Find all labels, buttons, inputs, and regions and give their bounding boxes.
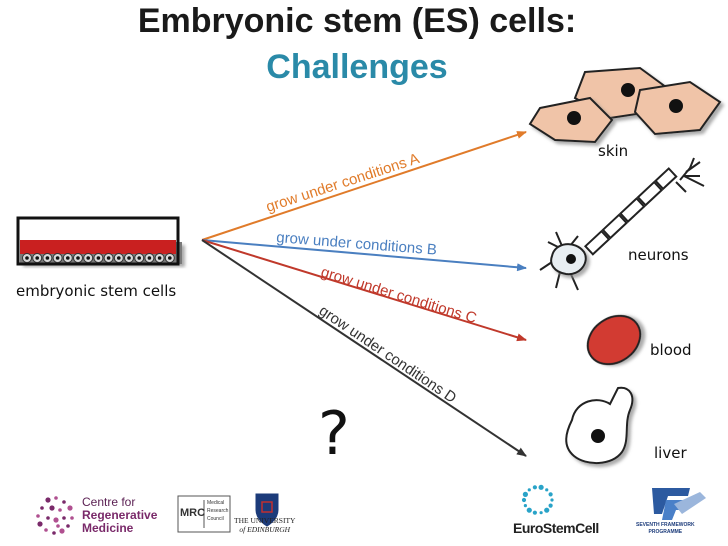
eurostemcell-dot	[538, 484, 544, 490]
crm-logo-mark	[36, 496, 74, 535]
mrc-subtext: Medical Research Council	[207, 499, 228, 523]
stem-cell-nucleus	[66, 256, 70, 260]
stem-cell-nucleus	[86, 256, 90, 260]
crm-dot	[40, 506, 44, 510]
crm-dot	[49, 505, 55, 511]
label-blood: blood	[650, 341, 692, 359]
crm-line-3: Medicine	[82, 521, 134, 535]
stem-cell-nucleus	[76, 256, 80, 260]
mrc-logo	[177, 495, 231, 533]
crm-dot	[56, 524, 60, 528]
stem-cell-nucleus	[106, 256, 111, 260]
crm-dot	[54, 496, 58, 500]
label-conditions-a: grow under conditions A	[264, 150, 422, 216]
liver-cell-illustration	[565, 386, 634, 464]
crm-dot	[59, 528, 65, 534]
fp7-logo	[652, 488, 706, 520]
edinburgh-line-2: of EDINBURGH	[239, 525, 291, 534]
stem-cell-nucleus	[45, 256, 50, 260]
eurostemcell-text: EuroStemCell	[513, 520, 599, 536]
eurostemcell-dot	[522, 491, 528, 497]
title-line-2: Challenges	[266, 48, 448, 86]
eurostemcell-dot	[521, 497, 527, 503]
culture-dish	[16, 216, 182, 266]
stem-cell-nucleus	[157, 256, 162, 260]
crm-dot	[44, 528, 48, 532]
label-neurons: neurons	[628, 246, 689, 264]
eurostemcell-dot	[545, 488, 549, 492]
fp7-line-2: PROGRAMME	[648, 529, 683, 535]
label-liver: liver	[654, 444, 687, 462]
crm-dot	[62, 516, 66, 520]
crm-dot	[52, 531, 56, 535]
eurostemcell-logo-mark	[521, 484, 554, 515]
crm-line-1: Centre for	[82, 495, 136, 509]
title-line-1: Embryonic stem (ES) cells:	[137, 2, 577, 40]
stem-cell-nucleus	[147, 256, 152, 260]
question-mark: ?	[318, 399, 350, 469]
crm-dot	[46, 516, 50, 520]
crm-line-2: Regenerative	[82, 508, 158, 522]
label-skin: skin	[598, 142, 629, 160]
stem-cell-nucleus	[117, 256, 121, 260]
stem-cells-row	[22, 253, 175, 263]
crm-dot	[37, 521, 43, 527]
edinburgh-line-1: THE UNIVERSITY	[234, 516, 296, 525]
mrc-sub-2: Research	[207, 508, 229, 514]
stem-cell-nucleus	[127, 256, 131, 260]
mrc-sub-3: Council	[207, 516, 224, 522]
crm-dot	[62, 500, 66, 504]
stem-cell-nucleus	[168, 256, 172, 260]
crm-dot	[58, 508, 62, 512]
blood-cell-illustration	[586, 314, 642, 366]
eurostemcell-dot	[550, 498, 554, 502]
eurostemcell-dot	[544, 507, 550, 513]
eurostemcell-dot	[526, 507, 532, 513]
label-embryonic-stem-cells: embryonic stem cells	[16, 282, 177, 300]
stem-cell-nucleus	[55, 256, 60, 260]
stem-cell-nucleus	[137, 256, 141, 260]
arrow-conditions-b	[201, 239, 527, 272]
stem-cell-nucleus	[25, 256, 29, 260]
crm-dot	[36, 514, 40, 518]
neuron-illustration	[539, 157, 705, 291]
mrc-text: MRC	[180, 507, 206, 519]
crm-logo-text: Centre for Regenerative Medicine	[82, 496, 157, 535]
mrc-sub-1: Medical	[207, 500, 225, 506]
eurostemcell-dot	[532, 485, 537, 490]
eurostemcell-dot	[532, 510, 537, 515]
skin-cells-illustration	[528, 66, 722, 144]
fp7-text: SEVENTH FRAMEWORK PROGRAMME	[636, 522, 695, 536]
crm-dot	[53, 517, 59, 523]
label-conditions-d: grow under conditions D	[316, 302, 460, 407]
crm-dot	[45, 497, 51, 503]
arrow-conditions-a	[201, 131, 527, 241]
stem-cell-nucleus	[35, 256, 39, 260]
eurostemcell-dot	[523, 504, 527, 508]
eurostemcell-dot	[539, 511, 543, 515]
edinburgh-crest	[255, 493, 279, 527]
arrow-conditions-d	[201, 239, 527, 457]
crm-dot	[70, 516, 74, 520]
arrow-conditions-c	[201, 239, 527, 342]
edinburgh-text: THE UNIVERSITY of EDINBURGH	[234, 516, 295, 534]
fp7-line-1: SEVENTH FRAMEWORK	[636, 522, 695, 528]
crm-dot	[66, 524, 70, 528]
stem-cell-nucleus	[96, 256, 101, 260]
eurostemcell-dot	[527, 488, 531, 492]
crm-dot	[67, 505, 73, 511]
eurostemcell-dot	[548, 492, 553, 497]
eurostemcell-dot	[548, 503, 553, 508]
